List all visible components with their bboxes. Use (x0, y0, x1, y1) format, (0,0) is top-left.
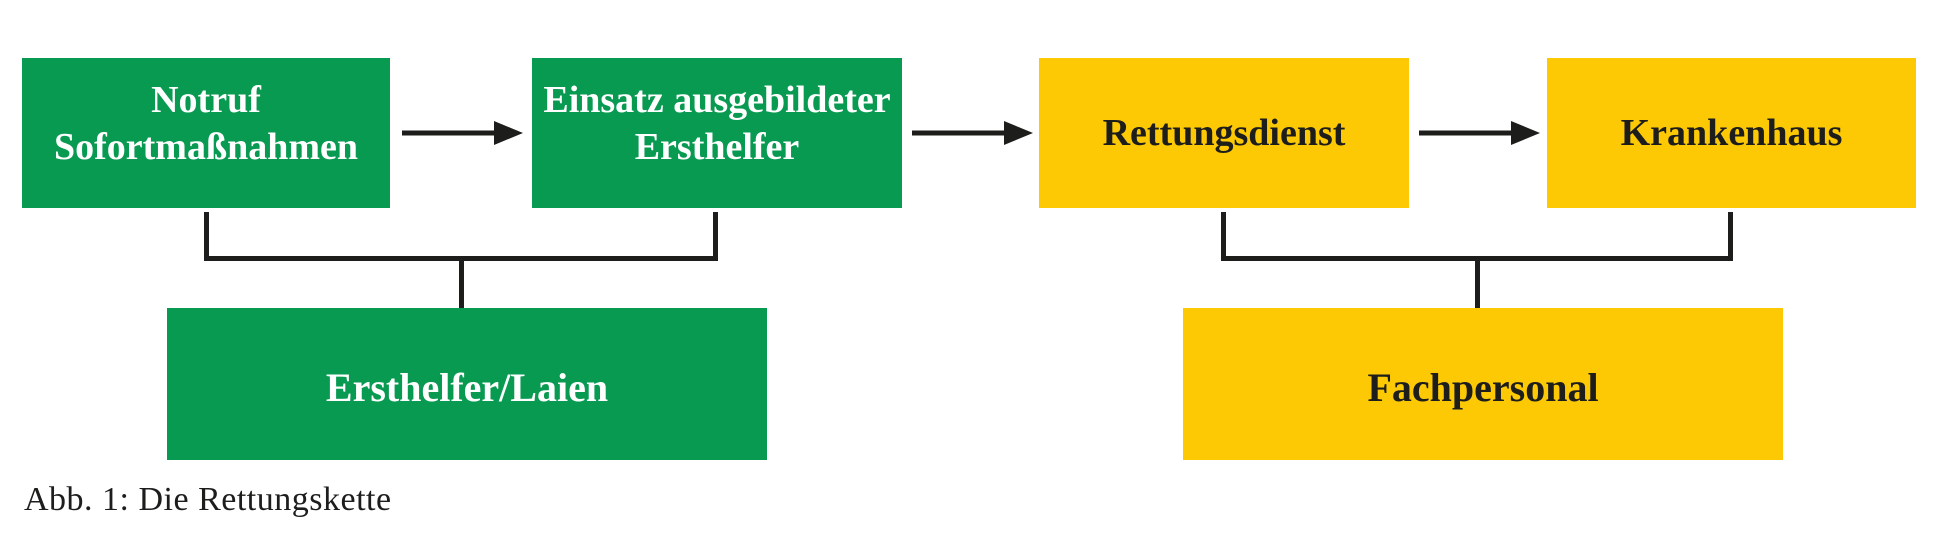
box-label: Notruf Sofortmaßnahmen (54, 77, 358, 171)
box-label-line1: Krankenhaus (1620, 111, 1843, 154)
left-bracket-drop (459, 261, 464, 308)
box-label: Fachpersonal (1367, 364, 1599, 410)
right-bracket-stub-2 (1728, 212, 1733, 261)
right-bracket-stub-1 (1221, 212, 1226, 261)
box-label: Einsatz ausgebildeter Ersthelfer (543, 77, 890, 171)
flow-arrow-icon (912, 121, 1033, 145)
box-ersthelfer-laien: Ersthelfer/Laien (167, 308, 767, 460)
flow-arrow-icon (1419, 121, 1540, 145)
left-bracket-stub-2 (713, 212, 718, 261)
right-bracket-bar (1221, 256, 1733, 261)
box-label-line1: Rettungsdienst (1102, 111, 1346, 154)
right-bracket-drop (1475, 261, 1480, 308)
box-einsatz-ausgebildeter-ersthelfer: Einsatz ausgebildeter Ersthelfer (532, 58, 902, 208)
box-label-line2: Ersthelfer (634, 126, 800, 168)
box-fachpersonal: Fachpersonal (1183, 308, 1783, 460)
box-label: Rettungsdienst (1103, 110, 1346, 157)
box-label: Krankenhaus (1621, 110, 1843, 157)
box-label-line1: Einsatz ausgebildeter (543, 79, 891, 121)
box-notruf-sofortmassnahmen: Notruf Sofortmaßnahmen (22, 58, 390, 208)
flow-arrow-icon (402, 121, 523, 145)
box-label: Ersthelfer/Laien (325, 364, 609, 410)
box-krankenhaus: Krankenhaus (1547, 58, 1916, 208)
left-bracket-stub-1 (204, 212, 209, 261)
left-bracket-bar (204, 256, 718, 261)
box-label-line1: Notruf (151, 79, 261, 121)
box-label-line2: Sofortmaßnahmen (53, 126, 359, 168)
box-rettungsdienst: Rettungsdienst (1039, 58, 1409, 208)
figure-caption: Abb. 1: Die Rettungskette (24, 481, 392, 518)
